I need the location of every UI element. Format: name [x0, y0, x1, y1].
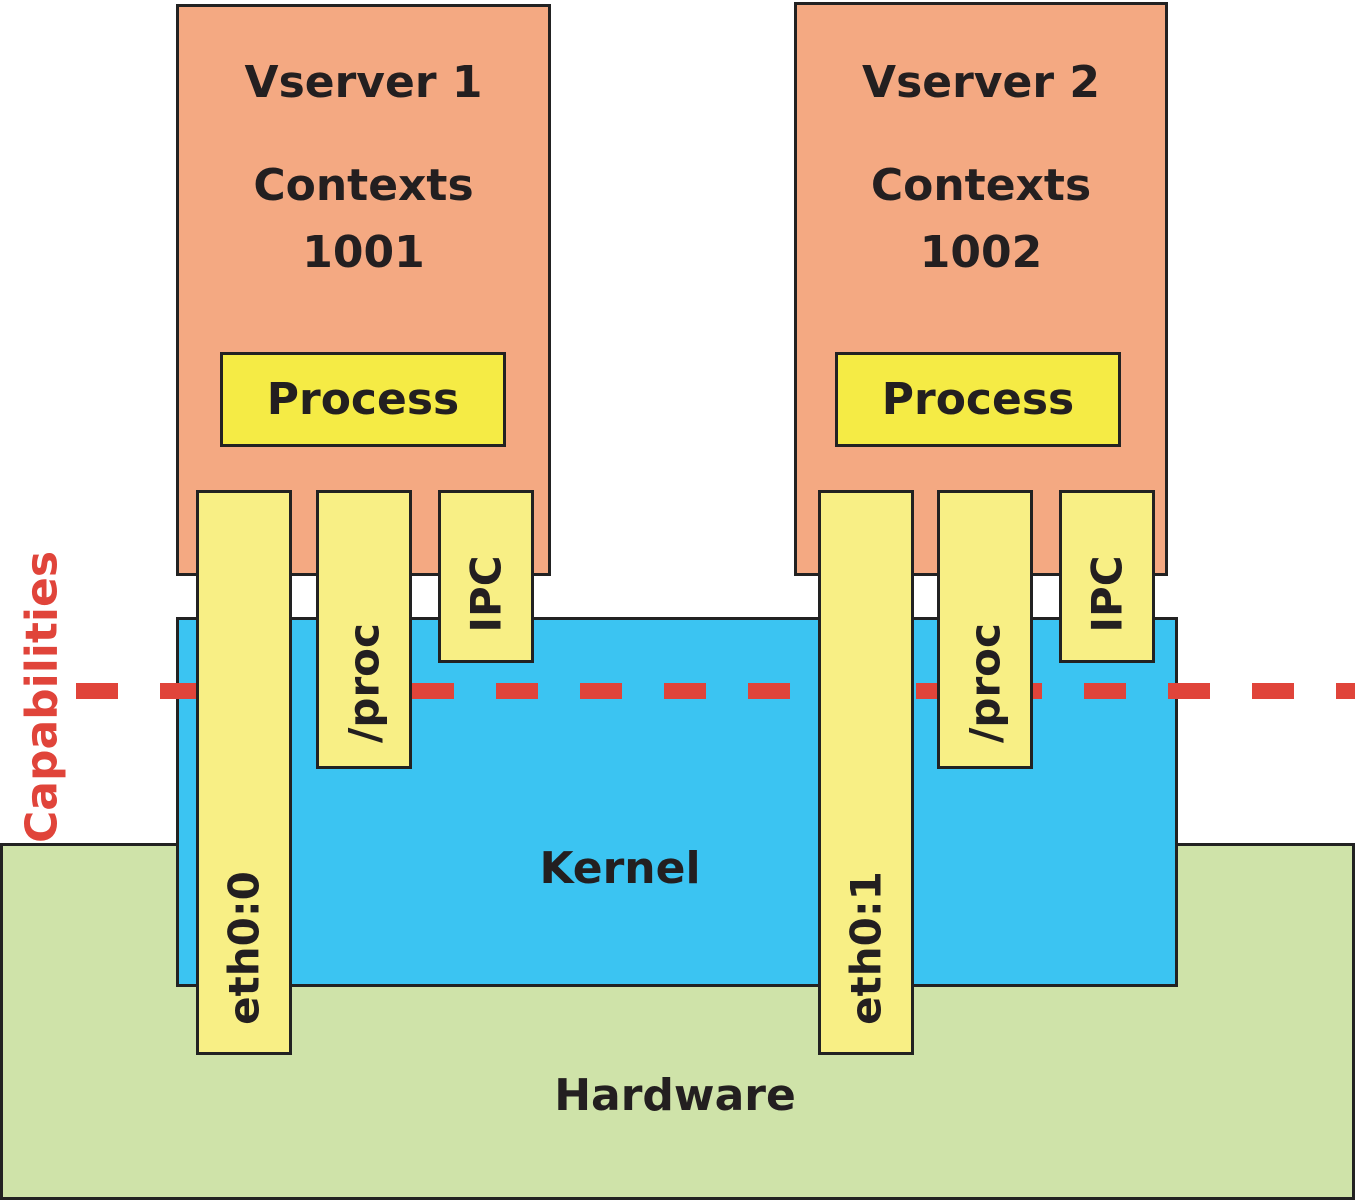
vserver-2-process-label: Process	[881, 374, 1075, 425]
vserver-1-context-id: 1001	[302, 226, 425, 278]
vserver-1-eth-label: eth0:0	[219, 871, 269, 1025]
vserver-1-ipc-label: IPC	[461, 555, 511, 633]
vserver-2-proc-bar	[937, 490, 1033, 769]
vserver-2-title: Vserver 2	[862, 56, 1100, 108]
vserver-2-proc-label: /proc	[960, 623, 1010, 743]
vserver-2-contexts-label: Contexts	[870, 159, 1092, 211]
vserver-2-ipc-bar	[1059, 490, 1155, 663]
vserver-1-title: Vserver 1	[244, 56, 483, 108]
vserver-1-ipc-bar	[438, 490, 534, 663]
vserver-2-eth-label: eth0:1	[841, 871, 891, 1025]
vserver-2-context-id: 1002	[919, 226, 1043, 278]
vserver-2-eth-bar	[818, 490, 914, 1055]
vserver-1-eth-bar	[196, 490, 292, 1055]
vserver-1-process-box: Process	[220, 352, 506, 447]
vserver-1-contexts-label: Contexts	[253, 159, 474, 211]
vserver-2-process-box: Process	[835, 352, 1121, 447]
capabilities-label: Capabilities	[16, 550, 68, 844]
kernel-label: Kernel	[539, 842, 701, 894]
vserver-2-ipc-label: IPC	[1082, 555, 1132, 633]
vserver-1-proc-bar	[316, 490, 412, 769]
hardware-label: Hardware	[554, 1069, 796, 1121]
vserver-2-box	[794, 2, 1168, 576]
vserver-1-process-label: Process	[266, 374, 460, 425]
vserver-1-box	[176, 4, 551, 576]
vserver-1-proc-label: /proc	[339, 623, 389, 743]
